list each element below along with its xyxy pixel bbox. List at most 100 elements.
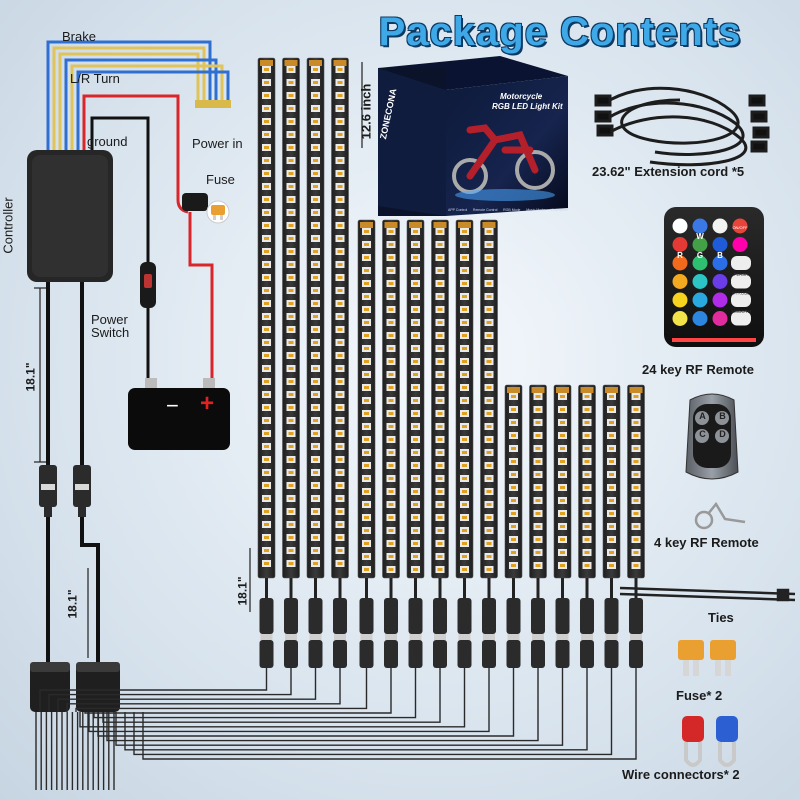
fuses — [678, 640, 736, 676]
remote-4-key-d: D — [719, 429, 726, 439]
led-strip-long — [257, 57, 276, 668]
ties-label: Ties — [708, 610, 734, 625]
led-strip-long — [306, 57, 325, 668]
remote-24-color-button — [712, 274, 728, 289]
remote-24-color-button — [692, 274, 708, 289]
led-strip-short — [602, 384, 621, 668]
box-feature: Music Mode — [526, 208, 546, 212]
dimension-strip-cable: 18.1" — [235, 576, 250, 606]
remote-4-key-c: C — [699, 429, 706, 439]
inline-connectors — [39, 465, 91, 517]
box-feature: APP Control — [448, 208, 468, 212]
strip-length-label: 12.6 inch — [358, 83, 374, 140]
dimension-lower-cable: 18.1" — [65, 589, 80, 619]
remote-24-color-button — [672, 237, 688, 252]
remote-24-color-button — [712, 255, 728, 271]
power-in-label: Power in — [192, 136, 243, 151]
battery-minus: − — [166, 393, 179, 418]
remote-24-mode-button — [731, 274, 751, 289]
box-features: APP Control Remote Control RGB Mode Music M… — [448, 208, 568, 212]
remote-24-key: R G B W FLASH STROBE SMOOTH ON/OFF — [664, 207, 764, 347]
box-product-line2: RGB LED Light Kit — [492, 102, 563, 111]
remote-24-mode-label: SMOOTH — [731, 309, 751, 314]
controller-cables — [46, 282, 84, 465]
wire-connectors — [682, 716, 738, 767]
led-strip-medium — [480, 219, 498, 668]
remote-24-mode-button — [731, 311, 751, 326]
remote-24-color-button — [672, 292, 688, 308]
remote-24-letter: B — [717, 251, 723, 260]
led-strip-short — [504, 384, 523, 668]
cable-ties — [619, 586, 796, 602]
remote-24-mode-button — [731, 256, 751, 270]
led-strip-short — [578, 384, 596, 668]
led-strip-long — [282, 57, 300, 668]
remote-24-label: 24 key RF Remote — [642, 362, 754, 377]
remote-4-key — [685, 393, 746, 530]
remote-4-key-b: B — [719, 411, 726, 421]
led-strip-short — [553, 384, 572, 668]
motorcycle-image — [452, 124, 555, 201]
page-title: Package Contents — [378, 10, 742, 54]
fanout-wires — [35, 668, 637, 790]
remote-24-color-button — [712, 237, 728, 252]
brake-label: Brake — [62, 29, 96, 44]
fuse-label: Fuse — [206, 172, 235, 187]
box-feature: RGB Mode — [503, 208, 521, 212]
remote-24-letter: W — [696, 232, 704, 241]
controller-label: Controller — [0, 197, 16, 254]
controller-box — [27, 150, 113, 282]
remote-24-color-button — [692, 311, 708, 326]
led-strip-short — [529, 384, 547, 668]
fuse-accessory-label: Fuse* 2 — [676, 688, 723, 703]
remote-24-mode-label: STROBE — [732, 291, 751, 296]
battery-plus: + — [200, 390, 215, 417]
led-strip-medium — [455, 219, 474, 668]
turn-label: L/R Turn — [70, 71, 120, 86]
power-switch[interactable] — [140, 262, 156, 385]
remote-24-letter: R — [677, 251, 683, 260]
box-feature: Remote Control — [472, 208, 498, 212]
remote-24-color-button — [732, 237, 748, 252]
remote-24-color-button — [692, 292, 708, 308]
remote-4-key-a: A — [699, 411, 706, 421]
remote-24-mode-label: FLASH — [734, 272, 749, 277]
remote-24-power-label: ON/OFF — [732, 225, 748, 230]
remote-24-color-button — [712, 292, 728, 308]
extension-cords — [594, 86, 770, 167]
box-feature: Waterproof — [550, 208, 568, 212]
wire-connectors-label: Wire connectors* 2 — [622, 767, 740, 782]
lower-cables — [46, 517, 100, 662]
led-strip-medium — [382, 219, 400, 668]
remote-24-color-button — [732, 218, 748, 234]
remote-24-letter: G — [697, 251, 703, 260]
battery — [128, 378, 230, 450]
power-switch-label: Power Switch — [91, 312, 130, 340]
led-strip-medium — [357, 219, 376, 668]
remote-24-color-button — [692, 255, 708, 271]
led-strip-medium — [406, 219, 425, 668]
box-product-line1: Motorcycle — [500, 92, 543, 101]
dimension-marker-controller — [34, 287, 46, 463]
product-box — [378, 56, 568, 216]
remote-24-color-button — [672, 311, 688, 326]
remote-24-color-button — [672, 255, 688, 271]
fuse-assembly — [176, 178, 230, 385]
led-strip-long — [331, 57, 349, 668]
led-strip-short — [627, 384, 645, 668]
brake-wire-ends — [195, 100, 231, 108]
remote-24-color-button — [712, 218, 728, 234]
led-strips — [257, 57, 645, 668]
remote-24-mode-button — [731, 293, 751, 307]
remote-24-color-button — [672, 274, 688, 289]
dimension-controller-cable: 18.1" — [23, 362, 38, 392]
remote-24-color-button — [672, 218, 688, 234]
top-wires — [46, 40, 230, 265]
remote-24-color-button — [692, 237, 708, 252]
remote-24-color-button — [692, 218, 708, 234]
led-strip-medium — [431, 219, 449, 668]
remote-4-label: 4 key RF Remote — [654, 535, 759, 550]
extension-cord-label: 23.62" Extension cord *5 — [592, 164, 745, 179]
remote-24-color-button — [712, 311, 728, 326]
